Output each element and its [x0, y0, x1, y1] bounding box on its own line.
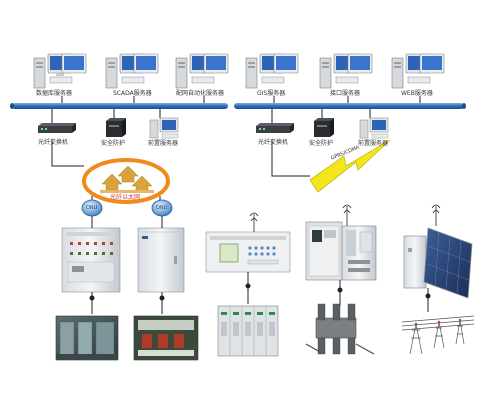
- left-guard-label: 安全防护: [101, 140, 125, 147]
- server-label-database: 数据库服务器: [36, 90, 72, 97]
- left-front-server-label: 前置服务器: [148, 140, 178, 147]
- network-bus: [10, 103, 466, 109]
- pole-switch: [306, 304, 374, 354]
- left-front-server: [150, 118, 178, 138]
- right-guard-label: 安全防护: [309, 140, 333, 147]
- server-database: [34, 54, 86, 88]
- server-dms: [176, 54, 228, 88]
- server-label-dms: 配网自动化服务器: [176, 90, 224, 97]
- onu-right-label: ONU: [156, 205, 167, 212]
- fiber-ring-label: 光纤以太网: [110, 194, 140, 201]
- server-scada: [106, 54, 158, 88]
- server-web: [392, 54, 444, 88]
- switchgear-room-1: [56, 316, 118, 360]
- dtu-panel: [206, 232, 290, 272]
- antenna-dtu: [250, 213, 258, 232]
- ring-arrows: [100, 166, 154, 193]
- switchgear-lineup: [218, 306, 278, 356]
- right-switch: [256, 123, 294, 133]
- left-network-devices: [38, 118, 178, 138]
- server-label-interface: 接口服务器: [330, 90, 360, 97]
- solar-ftu: [404, 228, 472, 298]
- right-switch-label: 光纤交换机: [258, 139, 288, 146]
- antenna-solar: [432, 205, 440, 226]
- right-network-devices: [256, 118, 388, 138]
- server-gis: [246, 54, 298, 88]
- right-front-server: [360, 118, 388, 138]
- left-switch: [38, 123, 76, 133]
- server-label-gis: GIS服务器: [257, 90, 285, 97]
- ftu-cabinet-2: [138, 228, 184, 292]
- server-drop-lines: [62, 96, 420, 103]
- switchgear-room-2: [134, 316, 198, 360]
- left-switch-label: 光纤交换机: [38, 139, 68, 146]
- ftu-cabinet-1: [62, 228, 120, 292]
- power-towers: [402, 316, 474, 354]
- server-label-scada: SCADA服务器: [113, 90, 152, 97]
- onu-left-label: ONU: [86, 205, 97, 212]
- server-interface: [320, 54, 372, 88]
- antenna-pole-ftu: [343, 205, 351, 226]
- right-front-server-label: 前置服务器: [358, 140, 388, 147]
- left-guard: [106, 118, 126, 137]
- pole-ftu-cabinet: [306, 222, 376, 280]
- server-group: [34, 54, 444, 88]
- server-label-web: WEB服务器: [401, 90, 433, 97]
- right-guard: [314, 118, 334, 137]
